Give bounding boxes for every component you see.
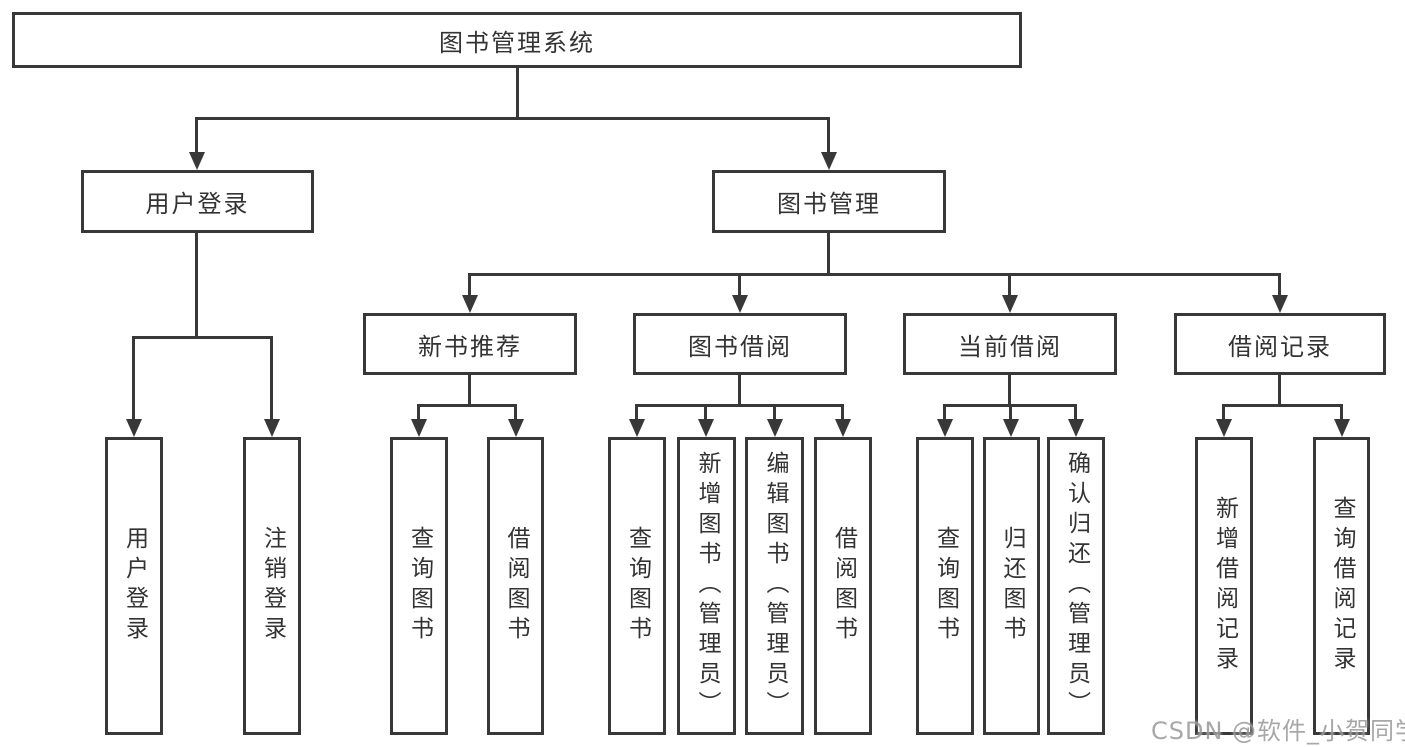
leaf-edit-book-admin-label: 编辑图书（管理员） [762, 451, 788, 721]
arrowhead-down-icon [767, 419, 783, 437]
watermark: CSDN @软件_小贺同学 [1151, 717, 1405, 745]
leaf-borrow-book-label: 借阅图书 [830, 526, 857, 646]
arrowhead-down-icon [629, 419, 645, 437]
connector-stem [1340, 404, 1343, 419]
arrowhead-down-icon [937, 419, 953, 437]
connector-stem [773, 404, 776, 419]
leaf-query-book-current-label: 查询图书 [932, 526, 959, 646]
connector-stem [841, 404, 844, 419]
leaf-return-book-label: 归还图书 [999, 526, 1025, 646]
arrowhead-down-icon [411, 419, 427, 437]
arrowhead-down-icon [462, 295, 478, 313]
connector-current-borrow-vline [1008, 375, 1011, 406]
connector-borrow-record-vline [1278, 375, 1281, 406]
node-root-label: 图书管理系统 [439, 28, 595, 57]
connector-user-login-hline [132, 336, 273, 339]
connector-book-borrow-hline [635, 404, 844, 407]
connector-stem [738, 273, 741, 297]
leaf-logout: 注销登录 [243, 437, 301, 735]
leaf-query-borrow-record-label: 查询借阅记录 [1329, 496, 1355, 676]
connector-user-login-vline [195, 233, 198, 338]
connector-stem [132, 336, 135, 419]
connector-stem [514, 404, 517, 419]
connector-stem [1074, 404, 1077, 419]
connector-stem [195, 117, 198, 154]
leaf-add-borrow-record-label: 新增借阅记录 [1211, 496, 1238, 676]
connector-book-borrow-vline [738, 375, 741, 406]
connector-stem [827, 117, 830, 154]
node-book-borrow-label: 图书借阅 [688, 332, 792, 361]
leaf-add-book-admin-label: 新增图书（管理员） [694, 451, 720, 721]
leaf-query-book-borrow-label: 查询图书 [624, 526, 651, 646]
node-current-borrow: 当前借阅 [903, 313, 1117, 375]
connector-stem [1009, 404, 1012, 419]
leaf-user-login: 用户登录 [105, 437, 163, 735]
connector-root-hline [195, 117, 830, 120]
connector-stem [943, 404, 946, 419]
connector-stem [1278, 273, 1281, 297]
connector-stem [704, 404, 707, 419]
leaf-user-login-label: 用户登录 [121, 526, 148, 646]
arrowhead-down-icon [508, 419, 524, 437]
leaf-query-borrow-record: 查询借阅记录 [1313, 437, 1370, 735]
leaf-borrow-book-recommend: 借阅图书 [487, 437, 544, 735]
node-current-borrow-label: 当前借阅 [958, 332, 1062, 361]
leaf-query-book-recommend: 查询图书 [390, 437, 448, 735]
arrowhead-down-icon [1216, 419, 1232, 437]
arrowhead-down-icon [264, 419, 280, 437]
connector-stem [468, 273, 471, 297]
leaf-edit-book-admin: 编辑图书（管理员） [745, 437, 804, 735]
arrowhead-down-icon [821, 152, 837, 170]
leaf-confirm-return-admin-label: 确认归还（管理员） [1063, 451, 1090, 721]
arrowhead-down-icon [835, 419, 851, 437]
connector-book-management-vline [827, 233, 830, 276]
connector-book-management-hline [468, 273, 1281, 276]
connector-stem [1222, 404, 1225, 419]
connector-root-vline [516, 68, 519, 119]
node-book-borrow: 图书借阅 [633, 313, 847, 375]
leaf-query-book-current: 查询图书 [916, 437, 974, 735]
arrowhead-down-icon [1334, 419, 1350, 437]
node-new-book-recommend-label: 新书推荐 [418, 332, 522, 361]
arrowhead-down-icon [1002, 295, 1018, 313]
arrowhead-down-icon [698, 419, 714, 437]
leaf-query-book-borrow: 查询图书 [608, 437, 666, 735]
connector-new-book-hline [417, 404, 517, 407]
node-book-management-label: 图书管理 [777, 190, 881, 218]
arrowhead-down-icon [1003, 419, 1019, 437]
connector-stem [270, 336, 273, 419]
connector-new-book-vline [468, 375, 471, 406]
connector-stem [635, 404, 638, 419]
node-user-login: 用户登录 [81, 170, 314, 233]
connector-stem [1008, 273, 1011, 297]
connector-stem [417, 404, 420, 419]
arrowhead-down-icon [1272, 295, 1288, 313]
leaf-add-borrow-record: 新增借阅记录 [1195, 437, 1253, 735]
leaf-add-book-admin: 新增图书（管理员） [677, 437, 736, 735]
node-root: 图书管理系统 [12, 12, 1022, 68]
leaf-borrow-book-recommend-label: 借阅图书 [503, 526, 529, 646]
leaf-query-book-recommend-label: 查询图书 [406, 526, 433, 646]
node-borrow-record: 借阅记录 [1174, 313, 1386, 375]
node-user-login-label: 用户登录 [145, 190, 250, 218]
leaf-borrow-book: 借阅图书 [814, 437, 872, 735]
leaf-return-book: 归还图书 [983, 437, 1040, 735]
connector-borrow-record-hline [1222, 404, 1343, 407]
node-borrow-record-label: 借阅记录 [1228, 332, 1332, 361]
arrowhead-down-icon [189, 152, 205, 170]
leaf-logout-label: 注销登录 [259, 526, 286, 646]
node-book-management: 图书管理 [712, 170, 946, 233]
leaf-confirm-return-admin: 确认归还（管理员） [1047, 437, 1105, 735]
arrowhead-down-icon [732, 295, 748, 313]
arrowhead-down-icon [126, 419, 142, 437]
node-new-book-recommend: 新书推荐 [363, 313, 577, 375]
arrowhead-down-icon [1068, 419, 1084, 437]
